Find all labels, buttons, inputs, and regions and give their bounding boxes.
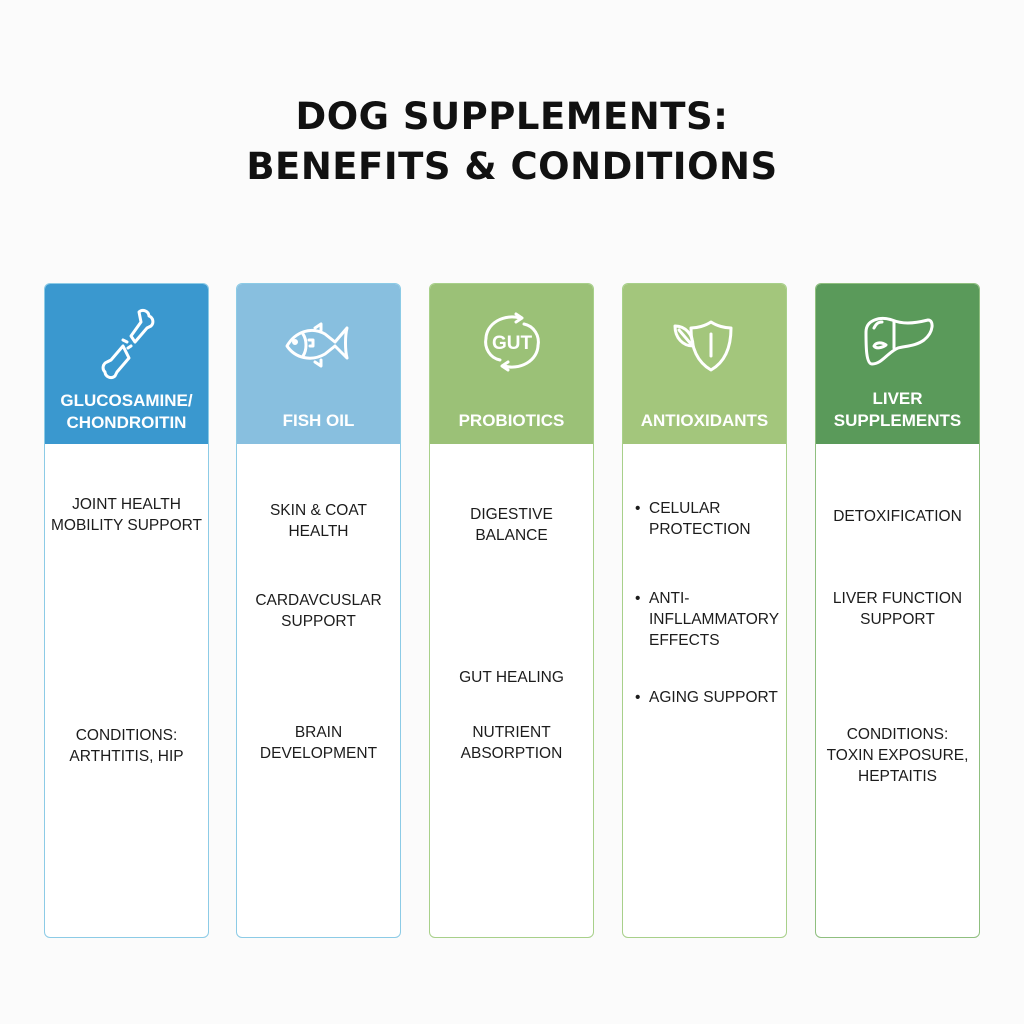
benefit-item: NUTRIENT ABSORPTION — [460, 724, 563, 762]
benefit-item: SKIN & COAT HEALTH — [269, 502, 368, 540]
benefit-bullet: ANTI- INFLLAMMATORY EFFECTS — [635, 588, 786, 651]
benefit-item: CARDAVCUSLAR SUPPORT — [255, 592, 382, 630]
bone-icon — [87, 302, 167, 382]
benefit-item: LIVER FUNCTION SUPPORT — [832, 590, 963, 628]
conditions-item: CONDITIONS: ARTHTITIS, HIP — [69, 727, 184, 765]
benefit-bullet: CELULAR PROTECTION — [635, 498, 786, 540]
card-title: LIVER SUPPLEMENTS — [833, 389, 962, 430]
supplement-card-probiotics: GUT PROBIOTICS DIGESTIVE BALANCE GUT HEA… — [429, 283, 594, 938]
card-title: GLUCOSAMINE/ CHONDROITIN — [60, 391, 193, 432]
card-header: FISH OIL — [237, 284, 400, 444]
svg-text:GUT: GUT — [491, 333, 532, 354]
benefit-bullet: AGING SUPPORT — [635, 687, 786, 708]
card-title: FISH OIL — [282, 411, 355, 430]
leaf-shield-icon — [665, 302, 745, 382]
benefit-item: DETOXIFICATION — [833, 508, 962, 525]
card-header: GLUCOSAMINE/ CHONDROITIN — [45, 284, 208, 444]
card-title: PROBIOTICS — [458, 411, 565, 430]
card-header: ANTIOXIDANTS — [623, 284, 786, 444]
benefit-item: BRAIN DEVELOPMENT — [259, 724, 378, 762]
card-title: ANTIOXIDANTS — [640, 411, 769, 430]
liver-icon — [858, 302, 938, 382]
supplement-card-liver: LIVER SUPPLEMENTS DETOXIFICATION LIVER F… — [815, 283, 980, 938]
conditions-item: CONDITIONS: TOXIN EXPOSURE, HEPTAITIS — [826, 726, 969, 785]
gut-cycle-icon: GUT — [472, 302, 552, 382]
supplement-card-fish-oil: FISH OIL SKIN & COAT HEALTH CARDAVCUSLAR… — [236, 283, 401, 938]
card-header: GUT PROBIOTICS — [430, 284, 593, 444]
card-header: LIVER SUPPLEMENTS — [816, 284, 979, 444]
benefit-item: JOINT HEALTH MOBILITY SUPPORT — [50, 496, 203, 534]
supplement-card-glucosamine: GLUCOSAMINE/ CHONDROITIN JOINT HEALTH MO… — [44, 283, 209, 938]
benefit-item: GUT HEALING — [459, 669, 564, 686]
fish-icon — [279, 302, 359, 382]
page-title: DOG SUPPLEMENTS: BENEFITS & CONDITIONS — [246, 95, 778, 188]
supplement-card-antioxidants: ANTIOXIDANTS CELULAR PROTECTION ANTI- IN… — [622, 283, 787, 938]
benefit-item: DIGESTIVE BALANCE — [470, 506, 553, 544]
